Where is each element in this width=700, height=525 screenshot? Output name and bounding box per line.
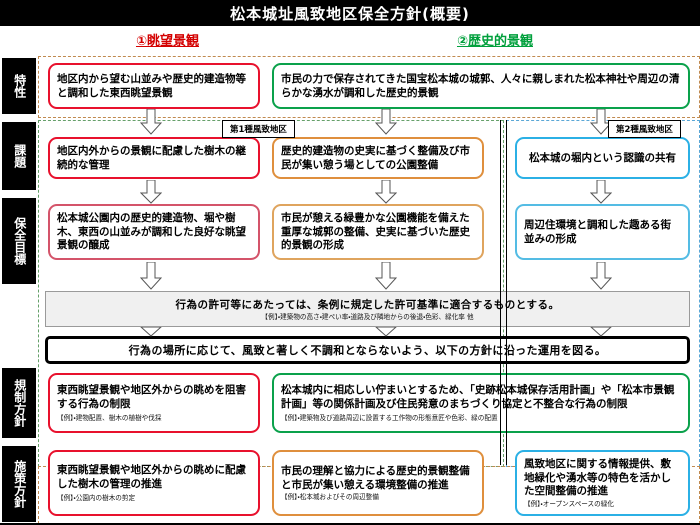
page-title: 松本城址風致地区保全方針(概要) [0, 0, 700, 26]
arrow-down-kadai-1 [140, 109, 162, 135]
shisaku-box-chobo-main: 東西眺望景観や地区外からの眺めに配慮した樹木の管理の推進 [57, 463, 246, 490]
arrow-down-kijun-2 [375, 262, 397, 290]
arrow-down-kadai-3 [590, 109, 612, 135]
kadai-box-horiuchi: 松本城の堀内という認識の共有 [515, 137, 690, 179]
arrow-down-unyou-3 [590, 327, 612, 337]
shisaku-box-rekishi-main: 市民の理解と協力による歴史的景観整備と市民が集い憩える環境整備の推進 [281, 464, 470, 491]
arrow-down-unyou-2 [375, 327, 397, 337]
arrow-down-kijun-3 [590, 262, 612, 290]
kisei-box-rekishi-note: 【例】・建築物及び道路周辺に設置する工作物の形態意匠や色彩、緑の配置 [281, 414, 498, 423]
district-divider [500, 120, 507, 465]
arrow-down-hozen-1 [140, 180, 162, 204]
kadai-box-rekishi: 歴史的建造物の史実に基づく整備及び市民が集い憩う場としての公園整備 [272, 137, 484, 179]
shisaku-box-chobo-note: 【例】・公園内の樹木の剪定 [57, 494, 136, 503]
permit-criteria-note: 【例】・建築物の高さ・建ぺい率・道路及び隣地からの後退・色彩、緑化率 他 [261, 312, 474, 321]
kadai-box-chobo: 地区内外からの景観に配慮した樹木の継続的な管理 [48, 137, 260, 179]
shisaku-box-fuchi: 風致地区に関する情報提供、敷地緑化や湧水等の特色を活かした空間整備の推進 【例】… [515, 450, 690, 516]
hozen-box-machinami: 周辺住環境と調和した趣ある街並みの形成 [515, 204, 690, 260]
tokusei-box-chobo: 地区内から望む山並みや歴史的建造物等と調和した東西眺望景観 [48, 63, 260, 109]
kisei-box-chobo: 東西眺望景観や地区外からの眺めを阻害する行為の制限 【例】・建物配置、樹木の植樹… [48, 373, 260, 433]
arrow-down-hozen-2 [375, 180, 397, 204]
arrow-down-unyou-1 [140, 327, 162, 337]
row-label-kadai: 課題 [2, 122, 36, 190]
badge-first-district: 第1種風致地区 [222, 120, 295, 138]
arrow-down-hozen-3 [590, 180, 612, 204]
column-heading-rekishi: ②歴史的景観 [456, 33, 533, 49]
badge-second-district: 第2種風致地区 [608, 120, 681, 138]
operation-policy-band: 行為の場所に応じて、風致と著しく不調和とならないよう、以下の方針に沿った運用を図… [45, 336, 690, 364]
permit-criteria-main: 行為の許可等にあたっては、条例に規定した許可基準に適合するものとする。 [175, 298, 560, 311]
shisaku-box-fuchi-main: 風致地区に関する情報提供、敷地緑化や湧水等の特色を活かした空間整備の推進 [524, 457, 671, 498]
kisei-box-rekishi-main: 松本城内に相応しい佇まいとするため、「史跡松本城保存活用計画」や「松本市景観計画… [281, 383, 675, 410]
row-label-hozen-mokuhyo: 保全目標 [2, 198, 36, 284]
column-heading-chobo: ①眺望景観 [135, 33, 199, 49]
kisei-box-rekishi: 松本城内に相応しい佇まいとするため、「史跡松本城保存活用計画」や「松本市景観計画… [272, 373, 690, 433]
hozen-box-rekishi: 市民が憩える緑豊かな公園機能を備えた重厚な城郭の整備、史実に基づいた歴史的景観の… [272, 204, 484, 260]
arrow-down-kijun-1 [140, 262, 162, 290]
shisaku-box-chobo: 東西眺望景観や地区外からの眺めに配慮した樹木の管理の推進 【例】・公園内の樹木の… [48, 450, 260, 516]
row-label-kisei-houshin: 規制方針 [2, 368, 36, 438]
row-label-shisaku-houshin: 施策方針 [2, 446, 36, 522]
shisaku-box-fuchi-note: 【例】・オープンスペースの緑化 [524, 500, 614, 509]
hozen-box-chobo: 松本城公園内の歴史的建造物、堀や樹木、東西の山並みが調和した良好な眺望景観の醸成 [48, 204, 260, 260]
tokusei-box-rekishi: 市民の力で保存されてきた国宝松本城の城郭、人々に親しまれた松本神社や周辺の清らか… [272, 63, 690, 109]
arrow-down-kadai-2 [375, 109, 397, 135]
kisei-box-chobo-note: 【例】・建物配置、樹木の植樹や伐採 [57, 414, 162, 423]
shisaku-box-rekishi: 市民の理解と協力による歴史的景観整備と市民が集い憩える環境整備の推進 【例】・松… [272, 450, 484, 516]
kisei-box-chobo-main: 東西眺望景観や地区外からの眺めを阻害する行為の制限 [57, 383, 246, 410]
shisaku-box-rekishi-note: 【例】・松本城およびその周辺整備 [281, 493, 379, 502]
page-bottom-rule [0, 523, 700, 525]
row-label-tokusei: 特性 [2, 58, 36, 114]
permit-criteria-band: 行為の許可等にあたっては、条例に規定した許可基準に適合するものとする。 【例】・… [45, 291, 690, 327]
